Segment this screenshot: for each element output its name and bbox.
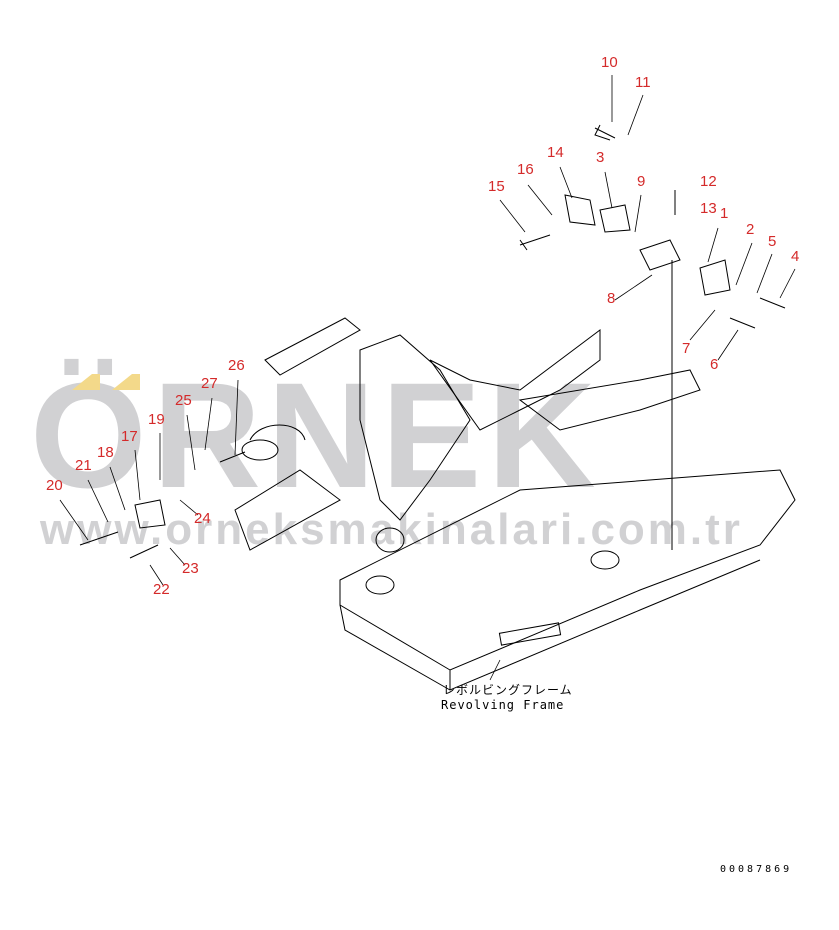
callout-12: 12 xyxy=(700,173,717,190)
left-deck xyxy=(234,317,361,551)
callout-21: 21 xyxy=(75,457,92,474)
callout-3: 3 xyxy=(596,149,605,166)
callout-11: 11 xyxy=(635,74,651,91)
callout-5: 5 xyxy=(768,233,777,250)
callout-7: 7 xyxy=(682,340,691,357)
hole xyxy=(241,439,279,461)
callout-15: 15 xyxy=(488,178,505,195)
callout-6: 6 xyxy=(710,356,719,373)
callout-1: 1 xyxy=(720,205,729,222)
callout-24: 24 xyxy=(194,510,211,527)
watermark-accent xyxy=(112,374,140,390)
boom-bracket xyxy=(359,334,471,521)
callout-20: 20 xyxy=(46,477,63,494)
caption-english: Revolving Frame xyxy=(441,698,565,712)
callout-9: 9 xyxy=(637,173,646,190)
hole xyxy=(590,550,620,570)
callout-18: 18 xyxy=(97,444,114,461)
bolt-22 xyxy=(129,544,159,559)
bolt-15 xyxy=(519,234,551,251)
callout-16: 16 xyxy=(517,161,534,178)
leader-lines xyxy=(59,75,796,681)
callout-22: 22 xyxy=(153,581,170,598)
callout-13: 13 xyxy=(700,200,717,217)
pin-boss xyxy=(375,527,405,553)
hole xyxy=(365,575,395,595)
callout-26: 26 xyxy=(228,357,245,374)
bolt-26 xyxy=(219,451,246,463)
plate-8 xyxy=(639,239,681,271)
side-member xyxy=(518,369,701,431)
bolt-4 xyxy=(759,297,786,309)
handle-slot xyxy=(498,622,562,646)
watermark-accent xyxy=(72,374,100,390)
relay-3 xyxy=(599,204,631,233)
boom-bracket-2 xyxy=(429,329,601,431)
bracket-17 xyxy=(134,499,166,529)
bolt-20 xyxy=(79,531,119,546)
hose-clamp xyxy=(249,424,306,441)
callout-25: 25 xyxy=(175,392,192,409)
callout-4: 4 xyxy=(791,248,800,265)
bolt-10 xyxy=(594,124,616,141)
callout-17: 17 xyxy=(121,428,138,445)
bolt-6 xyxy=(729,317,756,329)
bracket-14 xyxy=(564,194,596,226)
frame-outline xyxy=(339,469,796,671)
caption-japanese: レボルビングフレーム xyxy=(443,683,573,697)
callout-2: 2 xyxy=(746,221,755,238)
relay-1 xyxy=(699,259,731,296)
callout-27: 27 xyxy=(201,375,218,392)
callout-8: 8 xyxy=(607,290,616,307)
callout-19: 19 xyxy=(148,411,165,428)
frame-base xyxy=(339,559,761,691)
callout-10: 10 xyxy=(601,54,618,71)
callout-23: 23 xyxy=(182,560,199,577)
catalog-number: 00087869 xyxy=(720,864,793,875)
callout-14: 14 xyxy=(547,144,564,161)
